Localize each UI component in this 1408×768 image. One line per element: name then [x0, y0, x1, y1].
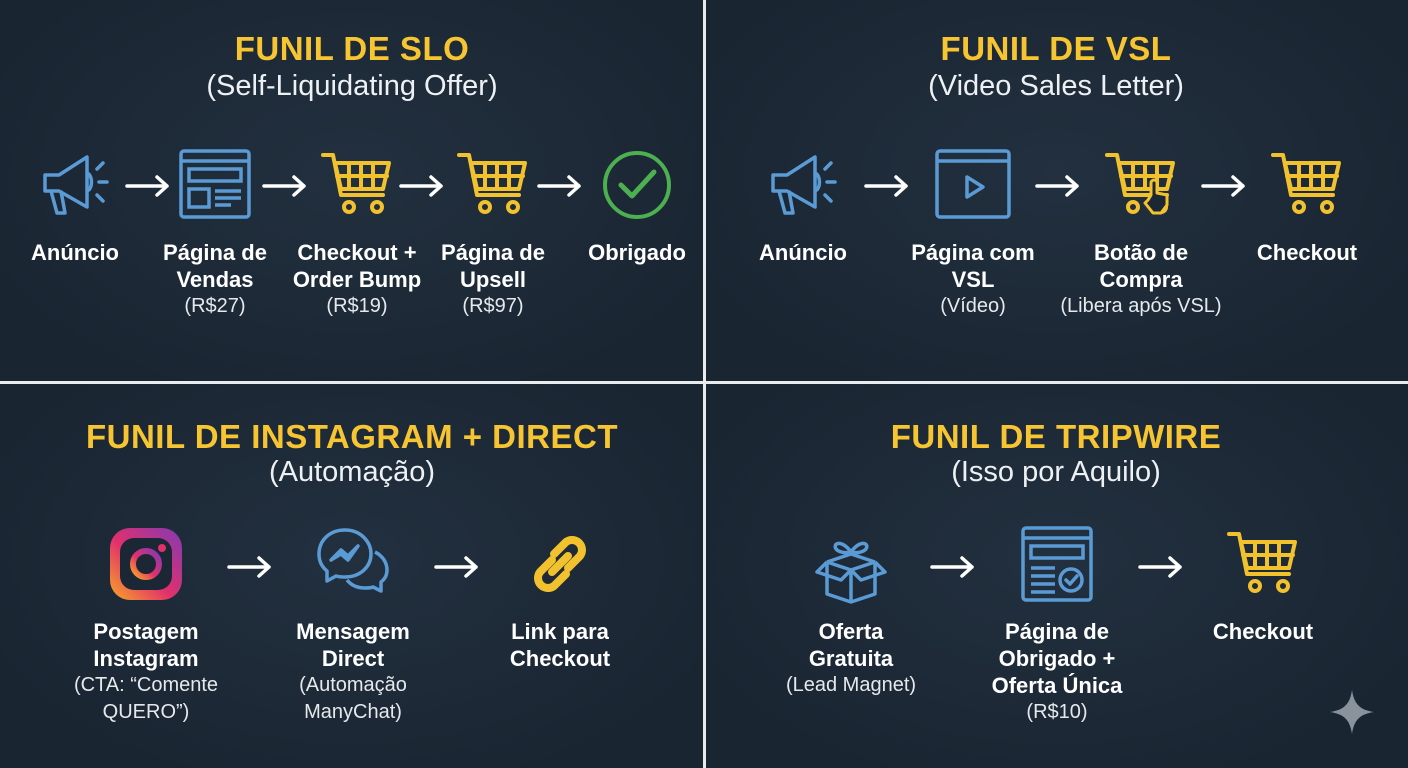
shopping-cart-icon	[1227, 532, 1297, 593]
funnel-title: FUNIL DE SLO	[234, 30, 470, 67]
funnel-step: Link para Checkout	[475, 524, 645, 672]
step-note: (Vídeo)	[940, 295, 1006, 317]
cart-click-icon	[1105, 153, 1175, 215]
funnel-panel: FUNIL DE INSTAGRAM + DIRECT(Automação) P…	[0, 384, 704, 768]
step-note: (R$10)	[1026, 701, 1088, 723]
link-icon	[534, 536, 586, 592]
funnel-panel: FUNIL DE TRIPWIRE(Isso por Aquilo) Ofert…	[704, 384, 1408, 768]
instagram-icon	[110, 528, 182, 600]
step-label: Checkout	[1256, 240, 1358, 265]
step-note: (CTA: “Comente QUERO”)	[73, 674, 219, 723]
arrow-right-icon	[1201, 175, 1245, 197]
step-label: Checkout + Order Bump	[292, 240, 422, 292]
step-label: Obrigado	[588, 240, 686, 265]
funnel-step: Anúncio	[718, 145, 888, 266]
funnel-subtitle: (Isso por Aquilo)	[951, 456, 1161, 488]
arrow-right-icon	[125, 175, 169, 197]
funnel-panel: FUNIL DE VSL(Video Sales Letter) Anúncio…	[704, 0, 1408, 384]
arrow-right-icon	[864, 175, 908, 197]
funnel-step: Checkout + Order Bump (R$19)	[272, 145, 442, 320]
funnel-step: Mensagem Direct (Automação ManyChat)	[268, 524, 438, 726]
horizontal-divider	[0, 381, 1408, 384]
funnel-step: Página de Obrigado + Oferta Única (R$10)	[972, 524, 1142, 726]
funnel-step: Checkout	[1178, 524, 1348, 645]
step-label: Página com VSL	[911, 240, 1035, 292]
step-note: (R$27)	[184, 295, 246, 317]
arrow-right-icon	[1035, 175, 1079, 197]
funnel-panel: FUNIL DE SLO(Self-Liquidating Offer) Anú…	[0, 0, 704, 384]
step-label: Oferta Gratuita	[808, 619, 894, 671]
step-note: (R$97)	[462, 295, 524, 317]
funnel-step: Postagem Instagram (CTA: “Comente QUERO”…	[61, 524, 231, 726]
megaphone-icon	[771, 155, 837, 215]
arrow-right-icon	[930, 556, 974, 578]
arrow-right-icon	[537, 175, 581, 197]
step-label: Link para Checkout	[509, 619, 611, 671]
arrow-right-icon	[434, 556, 478, 578]
funnel-step: Oferta Gratuita (Lead Magnet)	[766, 524, 936, 699]
funnel-subtitle: (Video Sales Letter)	[928, 70, 1184, 102]
step-note: (Lead Magnet)	[785, 674, 917, 696]
funnel-subtitle: (Self-Liquidating Offer)	[206, 70, 498, 102]
step-note: (Libera após VSL)	[1060, 295, 1222, 317]
funnel-step: Página de Upsell (R$97)	[408, 145, 578, 320]
funnel-step: Página com VSL (Vídeo)	[888, 145, 1058, 320]
funnel-title: FUNIL DE TRIPWIRE	[890, 418, 1222, 455]
step-label: Anúncio	[759, 240, 847, 265]
step-note: (R$19)	[326, 295, 388, 317]
arrow-right-icon	[262, 175, 306, 197]
step-label: Botão de Compra	[1093, 240, 1189, 292]
funnel-subtitle: (Automação)	[268, 456, 435, 488]
funnel-title: FUNIL DE VSL	[940, 30, 1172, 67]
step-label: Mensagem Direct	[296, 619, 410, 671]
funnel-step: Página de Vendas (R$27)	[130, 145, 300, 320]
megaphone-icon	[43, 155, 109, 215]
shopping-cart-icon	[321, 153, 391, 214]
gift-box-icon	[815, 541, 887, 604]
step-label: Página de Vendas	[163, 240, 267, 292]
funnel-step: Anúncio	[0, 145, 160, 266]
funnel-title: FUNIL DE INSTAGRAM + DIRECT	[85, 418, 619, 455]
funnel-step: Botão de Compra (Libera após VSL)	[1056, 145, 1226, 320]
shopping-cart-icon	[457, 153, 527, 214]
funnel-step: Obrigado	[552, 145, 722, 266]
sparkle-icon	[1330, 690, 1374, 734]
shopping-cart-icon	[1271, 153, 1341, 214]
page-check-icon	[1021, 526, 1093, 602]
arrow-right-icon	[1138, 556, 1182, 578]
step-label: Checkout	[1212, 619, 1314, 644]
step-note: (Automação ManyChat)	[299, 674, 407, 723]
step-label: Anúncio	[31, 240, 119, 265]
vertical-divider	[703, 0, 706, 768]
step-label: Página de Obrigado + Oferta Única	[991, 619, 1123, 698]
check-circle-icon	[603, 151, 671, 219]
arrow-right-icon	[399, 175, 443, 197]
step-label: Página de Upsell	[441, 240, 545, 292]
messenger-icon	[317, 528, 389, 593]
video-page-icon	[935, 149, 1011, 219]
funnel-step: Checkout	[1222, 145, 1392, 266]
web-page-icon	[179, 149, 251, 219]
step-label: Postagem Instagram	[93, 619, 199, 671]
arrow-right-icon	[227, 556, 271, 578]
